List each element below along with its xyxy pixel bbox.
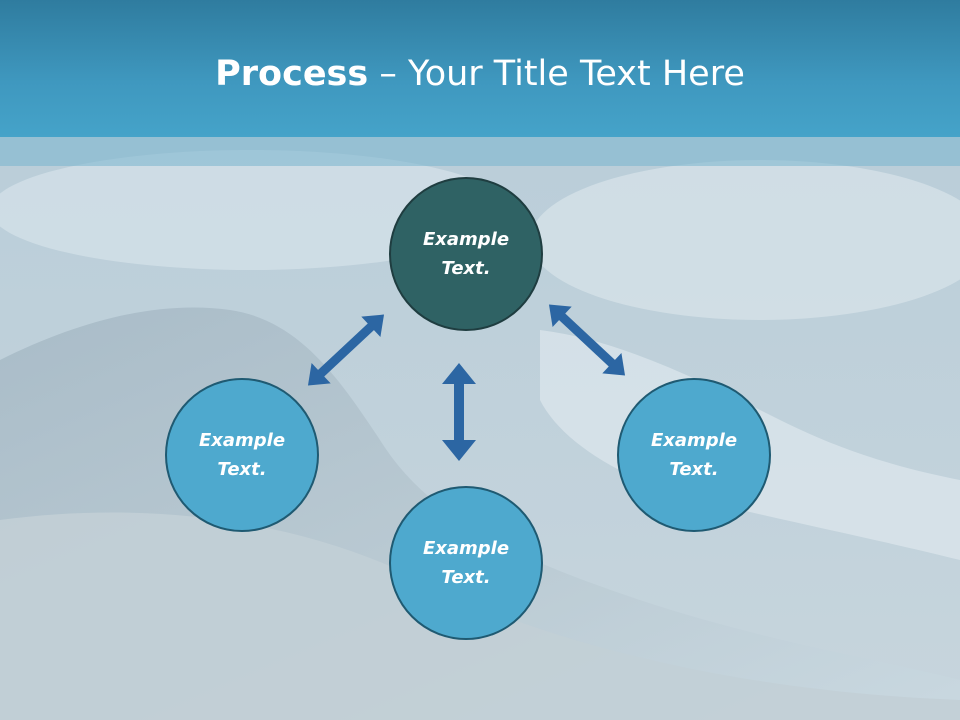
arrow-top-right-double xyxy=(548,304,626,376)
arrow-top-left-double xyxy=(307,314,385,386)
title-bold-part: Process xyxy=(215,54,369,94)
arrow-vertical-double xyxy=(442,363,476,461)
title-bar xyxy=(0,0,960,137)
title-rest-part: – Your Title Text Here xyxy=(368,54,745,94)
slide-title: Process – Your Title Text Here xyxy=(0,52,960,96)
title-accent-strip xyxy=(0,137,960,166)
